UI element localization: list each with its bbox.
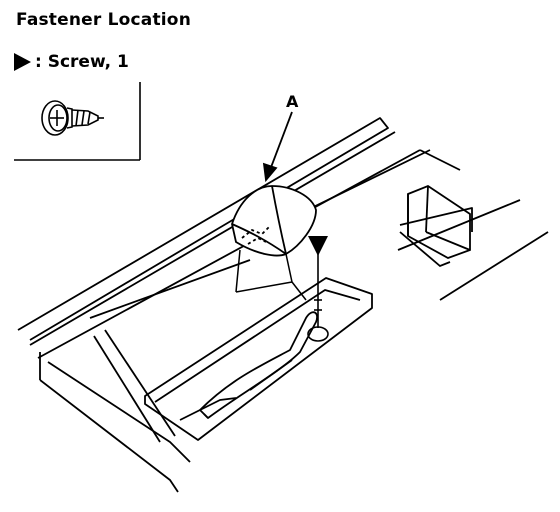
console-outline xyxy=(17,117,549,493)
brake-lever xyxy=(199,311,318,419)
page-title: Fastener Location xyxy=(16,10,191,30)
cap-guide-lines xyxy=(235,249,307,301)
callout-label-a: A xyxy=(286,92,299,111)
console-clip xyxy=(399,184,471,268)
callout-arrow xyxy=(262,111,293,183)
fastener-legend: : Screw, 1 xyxy=(14,52,129,72)
legend-text: : Screw, 1 xyxy=(35,52,129,72)
down-triangle-icon xyxy=(308,236,328,256)
screw-hole xyxy=(307,250,329,342)
brake-tray xyxy=(144,277,373,441)
screw-icon xyxy=(41,100,104,136)
cover-cap xyxy=(231,185,317,257)
legend-triangle-icon xyxy=(14,53,31,71)
legend-frame xyxy=(14,82,141,161)
